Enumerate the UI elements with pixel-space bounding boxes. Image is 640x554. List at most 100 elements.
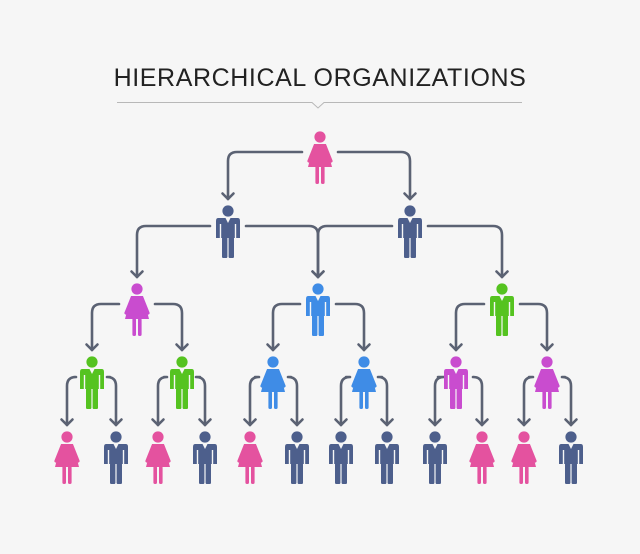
arm-gap	[447, 375, 450, 389]
person-leg	[228, 237, 234, 258]
person-leg	[251, 466, 255, 484]
female-person-icon	[351, 356, 377, 409]
male-person-icon	[285, 431, 309, 484]
female-person-icon	[124, 283, 150, 336]
connector-arrow	[226, 150, 304, 201]
arm-gap	[211, 450, 214, 464]
person-torso	[559, 444, 583, 464]
person-leg	[312, 315, 318, 336]
person-leg	[318, 315, 324, 336]
person-head	[176, 356, 188, 368]
person-head	[244, 431, 256, 443]
connector-arrow	[135, 224, 212, 279]
connector-arrow	[286, 375, 299, 427]
arm-gap	[219, 224, 222, 238]
arm-gap	[188, 375, 191, 389]
female-person-icon	[237, 431, 263, 484]
arm-gap	[303, 450, 306, 464]
arrow-head	[517, 418, 531, 427]
female-person-icon	[307, 131, 333, 184]
arm-gap	[196, 450, 199, 464]
person-leg	[199, 463, 205, 484]
male-person-icon	[375, 431, 399, 484]
arrow-head	[334, 418, 348, 427]
arm-gap	[309, 302, 312, 316]
person-leg	[176, 388, 182, 409]
arrow-head	[130, 270, 144, 279]
person-leg	[387, 463, 393, 484]
female-person-icon	[145, 431, 171, 484]
arrow-head	[221, 192, 235, 201]
arrow-head	[495, 270, 509, 279]
person-collar	[89, 369, 95, 374]
male-person-icon	[490, 283, 514, 336]
person-leg	[291, 463, 297, 484]
person-dress	[512, 444, 536, 467]
female-person-icon	[534, 356, 560, 409]
person-dress	[238, 444, 262, 467]
person-leg	[68, 466, 72, 484]
male-person-icon	[306, 283, 330, 336]
person-torso	[329, 444, 353, 464]
person-head	[291, 431, 303, 443]
person-dress	[352, 369, 376, 392]
person-leg	[92, 388, 98, 409]
person-leg	[153, 466, 157, 484]
arrow-head	[428, 418, 442, 427]
male-person-icon	[398, 205, 422, 258]
person-head	[335, 431, 347, 443]
arrow-head	[266, 343, 280, 352]
person-collar	[384, 444, 390, 449]
person-head	[312, 283, 324, 295]
title-rule-line	[117, 102, 522, 109]
person-leg	[456, 388, 462, 409]
person-torso	[216, 218, 240, 238]
arm-gap	[426, 450, 429, 464]
person-torso	[104, 444, 128, 464]
arm-gap	[98, 375, 101, 389]
person-head	[86, 356, 98, 368]
person-collar	[113, 444, 119, 449]
person-leg	[519, 466, 523, 484]
person-head	[450, 356, 462, 368]
person-torso	[444, 369, 468, 389]
arm-gap	[173, 375, 176, 389]
connector-arrow	[560, 375, 573, 427]
person-leg	[571, 463, 577, 484]
person-leg	[341, 463, 347, 484]
connector-arrow	[105, 375, 118, 427]
arrow-head	[198, 418, 212, 427]
connector-group	[60, 150, 578, 427]
arrow-head	[357, 343, 371, 352]
person-collar	[568, 444, 574, 449]
arm-gap	[378, 450, 381, 464]
person-torso	[423, 444, 447, 464]
person-torso	[398, 218, 422, 238]
person-leg	[274, 391, 278, 409]
person-collar	[225, 218, 231, 223]
person-dress	[146, 444, 170, 467]
female-person-icon	[260, 356, 286, 409]
connector-arrow	[271, 302, 302, 352]
male-person-icon	[170, 356, 194, 409]
connector-arrow	[244, 224, 320, 279]
female-person-icon	[511, 431, 537, 484]
person-head	[541, 356, 553, 368]
arm-gap	[393, 450, 396, 464]
person-leg	[565, 463, 571, 484]
person-leg	[62, 466, 66, 484]
person-collar	[315, 296, 321, 301]
person-leg	[205, 463, 211, 484]
connector-arrow	[334, 302, 366, 352]
person-dress	[308, 144, 332, 167]
arm-gap	[347, 450, 350, 464]
person-head	[131, 283, 143, 295]
male-person-icon	[444, 356, 468, 409]
person-head	[267, 356, 279, 368]
person-group	[54, 131, 583, 484]
arrow-head	[380, 418, 394, 427]
female-person-icon	[54, 431, 80, 484]
person-leg	[335, 463, 341, 484]
male-person-icon	[559, 431, 583, 484]
